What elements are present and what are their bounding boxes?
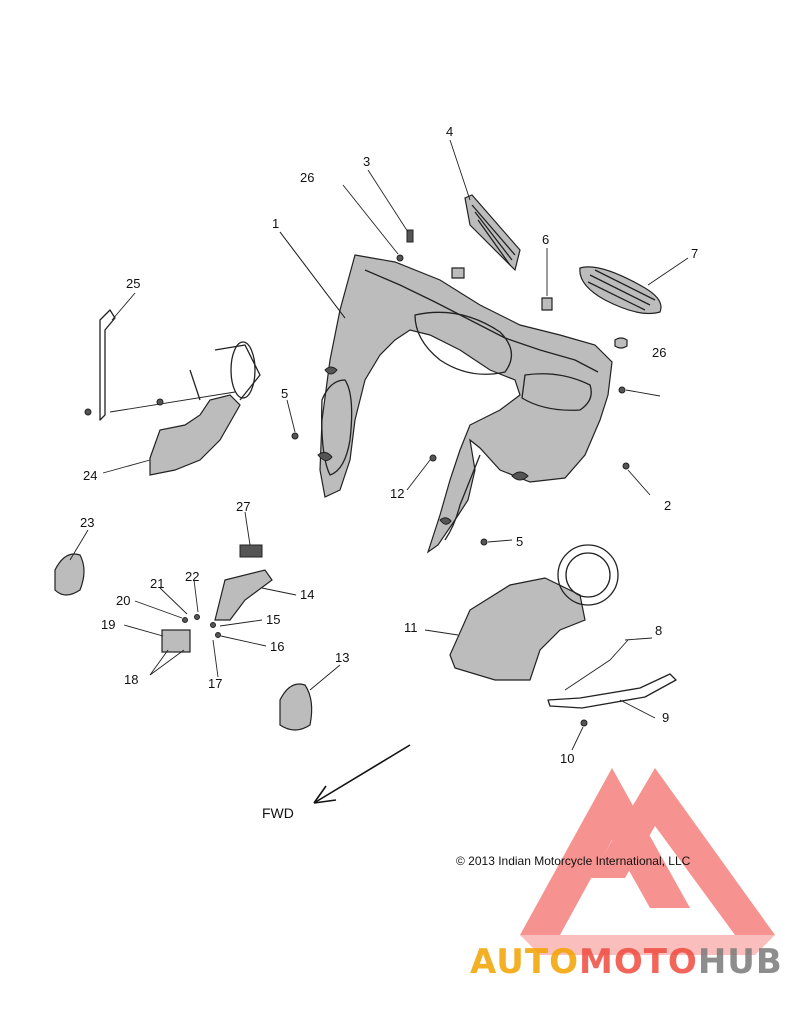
callout-10: 10 (560, 751, 574, 766)
callout-3: 3 (363, 154, 370, 169)
speaker-grille-part (464, 194, 521, 272)
watermark-moto: MOTO (579, 942, 698, 982)
callout-7: 7 (691, 246, 698, 261)
callout-15: 15 (266, 612, 280, 627)
bracket-part (214, 544, 273, 621)
leader-lines (69, 139, 689, 751)
callout-17: 17 (208, 676, 222, 691)
callout-4: 4 (446, 124, 453, 139)
callout-18: 18 (124, 672, 138, 687)
watermark-auto: AUTO (470, 942, 579, 982)
copyright-text: © 2013 Indian Motorcycle International, … (456, 854, 691, 868)
watermark-hub: HUB (698, 942, 783, 982)
watermark-logo-icon (520, 768, 775, 955)
callout-26b: 26 (652, 345, 666, 360)
fwd-label: FWD (262, 805, 294, 821)
callout-5a: 5 (281, 386, 288, 401)
brace-parts (547, 639, 677, 709)
left-pod-part (84, 309, 261, 476)
callout-19: 19 (101, 617, 115, 632)
callout-27: 27 (236, 499, 250, 514)
callout-5b: 5 (516, 534, 523, 549)
callout-labels: 1 2 3 4 5 5 6 7 8 9 10 11 12 13 14 15 16… (80, 124, 698, 766)
callout-20: 20 (116, 593, 130, 608)
callout-12: 12 (390, 486, 404, 501)
callout-6: 6 (542, 232, 549, 247)
callout-1: 1 (272, 216, 279, 231)
callout-26a: 26 (300, 170, 314, 185)
watermark-wordmark: AUTOMOTOHUB (470, 942, 783, 982)
callout-16: 16 (270, 639, 284, 654)
right-pod-part (449, 544, 619, 681)
callout-22: 22 (185, 569, 199, 584)
svg-text:AUTOMOTOHUB: AUTOMOTOHUB (470, 942, 783, 982)
callout-11: 11 (404, 620, 418, 635)
lower-cover-part (279, 683, 313, 731)
callout-21: 21 (150, 576, 164, 591)
callout-23: 23 (80, 515, 94, 530)
callout-8: 8 (655, 623, 662, 638)
callout-2: 2 (664, 498, 671, 513)
vent-grille-part (579, 266, 662, 315)
cap-part (54, 553, 85, 596)
callout-13: 13 (335, 650, 349, 665)
callout-25: 25 (126, 276, 140, 291)
inner-fairing-part (317, 254, 613, 554)
callout-9: 9 (662, 710, 669, 725)
callout-14: 14 (300, 587, 314, 602)
switch-parts (161, 614, 221, 653)
forward-arrow-icon (313, 744, 411, 804)
callout-24: 24 (83, 468, 97, 483)
hardware-parts (291, 229, 630, 727)
